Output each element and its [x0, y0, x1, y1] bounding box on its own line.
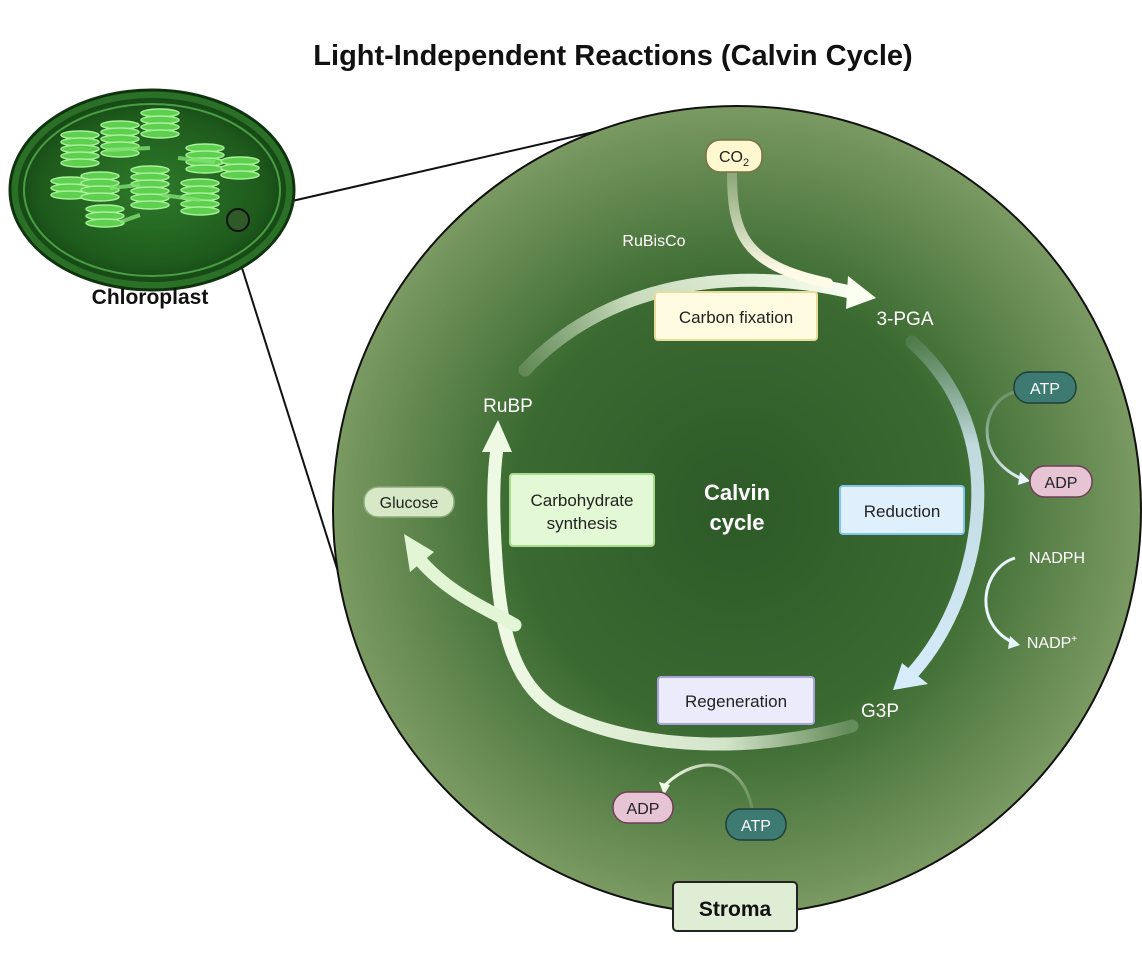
thylakoid-disc — [180, 206, 220, 216]
thylakoid-disc — [220, 170, 260, 180]
arrow-atp-adp-bottom — [663, 763, 754, 809]
synthesis-label-line2: synthesis — [547, 514, 618, 533]
arrow-atp-adp-right — [985, 390, 1021, 480]
nadp-label: NADP+ — [1027, 634, 1077, 652]
g3p-label: G3P — [861, 701, 899, 722]
glucose-pill — [363, 486, 455, 518]
stroma-label: Stroma — [699, 898, 772, 921]
arrow-pga-to-g3p — [901, 335, 985, 685]
zoom-circle — [226, 208, 250, 232]
co2-label: CO2 — [719, 149, 749, 169]
arrow-head-pga — [846, 276, 876, 309]
carbohydrate-synthesis-box — [509, 473, 655, 547]
arrow-co2-input — [727, 167, 833, 288]
adp-bottom-label: ADP — [627, 801, 660, 818]
center-label-line1: Calvin — [704, 480, 770, 505]
atp-right-pill — [1013, 371, 1077, 404]
rubp-label: RuBP — [483, 396, 533, 417]
synthesis-label-line1: Carbohydrate — [530, 491, 633, 510]
arrow-g3p-to-rubp — [487, 441, 859, 751]
arrow-to-glucose — [413, 553, 522, 632]
nadph-label: NADPH — [1029, 550, 1085, 567]
thylakoid-disc — [130, 200, 170, 210]
atp-bottom-label: ATP — [741, 818, 771, 835]
pga-label: 3-PGA — [876, 309, 933, 330]
page-title: Light-Independent Reactions (Calvin Cycl… — [313, 40, 912, 72]
carbon-fixation-box — [654, 291, 818, 341]
reduction-label: Reduction — [864, 502, 941, 521]
regeneration-label: Regeneration — [685, 692, 787, 711]
stroma-label-box — [672, 881, 798, 932]
thylakoid-disc — [80, 192, 120, 202]
thylakoid-disc — [85, 218, 125, 228]
adp-right-pill — [1029, 465, 1093, 498]
reduction-box — [839, 485, 965, 535]
adp-bottom-pill — [612, 791, 674, 824]
arrow-rubp-to-pga — [518, 273, 857, 377]
thylakoid-disc — [60, 158, 100, 168]
zoom-line-top — [243, 117, 656, 213]
arrow-head-glucose — [404, 534, 434, 572]
center-label-line2: cycle — [709, 510, 764, 535]
thylakoid-disc — [185, 164, 225, 174]
arrow-head-rubp — [482, 420, 512, 452]
atp-bottom-pill — [725, 808, 787, 841]
co2-pill — [705, 139, 763, 173]
regeneration-box — [657, 676, 815, 725]
rubisco-label: RuBisCo — [622, 233, 685, 250]
thylakoid-disc — [140, 129, 180, 139]
carbon-fixation-label: Carbon fixation — [679, 308, 793, 327]
arrow-nadph-nadp — [984, 556, 1016, 644]
zoom-line-bottom — [229, 229, 348, 601]
arrow-head-g3p — [893, 663, 928, 690]
adp-right-label: ADP — [1045, 475, 1078, 492]
chloroplast-icon — [8, 88, 296, 292]
glucose-label: Glucose — [380, 495, 439, 512]
atp-right-label: ATP — [1030, 381, 1060, 398]
chloroplast-label: Chloroplast — [92, 286, 209, 309]
